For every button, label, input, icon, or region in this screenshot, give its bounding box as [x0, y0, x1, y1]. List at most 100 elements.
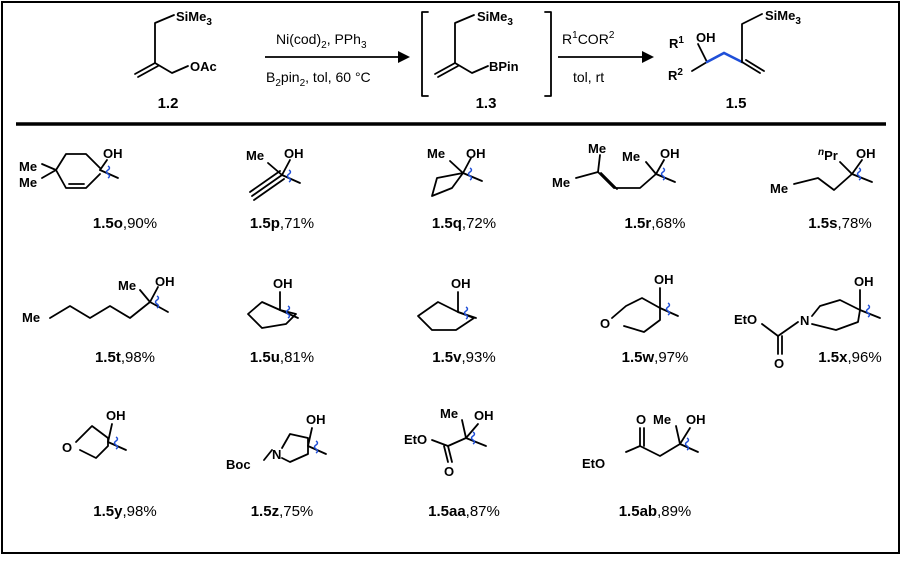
- svg-text:SiMe3: SiMe3: [477, 9, 513, 28]
- id-1-5w: 1.5w: [622, 349, 655, 366]
- id-1-5t: 1.5t: [95, 349, 121, 366]
- arrow1-top-b: , PPh: [327, 31, 361, 47]
- sm-tms-text: SiMe: [176, 9, 206, 24]
- id-1-5z: 1.5z: [251, 503, 279, 520]
- label-1-5aa: 1.5aa,87%: [428, 503, 500, 520]
- x-n: N: [800, 313, 809, 328]
- structure-1-5x: N EtO O OH: [734, 274, 881, 371]
- yield-1-5v: ,93%: [462, 349, 496, 366]
- sm-oac-text: OAc: [190, 59, 217, 74]
- yield-1-5y: ,98%: [123, 503, 157, 520]
- t-me1: Me: [22, 310, 40, 325]
- x-eto: EtO: [734, 312, 757, 327]
- x-o: O: [774, 356, 784, 371]
- svg-text:SiMe3: SiMe3: [765, 8, 801, 27]
- prod-tms-text: SiMe: [765, 8, 795, 23]
- r-me3: Me: [622, 149, 640, 164]
- s-pr: Pr: [824, 148, 838, 163]
- id-1-5p: 1.5p: [250, 215, 280, 232]
- p-me: Me: [246, 148, 264, 163]
- int-bpin-text: BPin: [489, 59, 519, 74]
- w-o: O: [600, 316, 610, 331]
- yield-1-5x: ,96%: [848, 349, 882, 366]
- z-n: N: [272, 447, 281, 462]
- s-me: Me: [770, 181, 788, 196]
- prod-label: 1.5: [726, 95, 747, 112]
- s-n: n: [818, 147, 824, 158]
- t-oh: OH: [155, 274, 175, 289]
- starting-material-1-2: SiMe3 OAc 1.2: [134, 9, 217, 112]
- svg-text:R2: R2: [668, 67, 683, 83]
- yield-1-5t: ,98%: [121, 349, 155, 366]
- label-1-5q: 1.5q,72%: [432, 215, 496, 232]
- t-me2: Me: [118, 278, 136, 293]
- arrow1-bot-sub2: 2: [300, 78, 306, 89]
- yield-1-5r: ,68%: [651, 215, 685, 232]
- structure-1-5w: O OH: [600, 272, 679, 333]
- id-1-5aa: 1.5aa: [428, 503, 466, 520]
- structure-1-5r: Me Me Me OH: [552, 141, 680, 190]
- u-oh: OH: [273, 276, 293, 291]
- prod-r1-sup: 1: [678, 35, 684, 46]
- id-1-5s: 1.5s: [808, 215, 837, 232]
- r-me1: Me: [588, 141, 606, 156]
- yield-1-5s: ,78%: [838, 215, 872, 232]
- p-oh: OH: [284, 146, 304, 161]
- ab-o: O: [636, 412, 646, 427]
- structure-1-5v: OH: [417, 276, 477, 331]
- arrow1-top-a: Ni(cod): [276, 31, 321, 47]
- aa-eto: EtO: [404, 432, 427, 447]
- id-1-5v: 1.5v: [432, 349, 462, 366]
- yield-1-5q: ,72%: [462, 215, 496, 232]
- int-tms-sub: 3: [507, 17, 513, 28]
- prod-r2-sup: 2: [677, 67, 683, 78]
- structure-1-5t: Me Me OH: [22, 274, 175, 325]
- ab-oh: OH: [686, 412, 706, 427]
- id-1-5o: 1.5o: [93, 215, 123, 232]
- label-1-5v: 1.5v,93%: [432, 349, 495, 366]
- r-oh: OH: [660, 146, 680, 161]
- arrow1-bot-sub: 2: [275, 78, 281, 89]
- structure-1-5s: nPr OH Me: [770, 146, 876, 196]
- sm-tms-sub: 3: [206, 17, 212, 28]
- reaction-arrow-2: R1COR2 tol, rt: [558, 30, 654, 85]
- arrow2-bottom: tol, rt: [573, 69, 604, 85]
- id-1-5u: 1.5u: [250, 349, 280, 366]
- yield-1-5o: ,90%: [123, 215, 157, 232]
- ab-eto: EtO: [582, 456, 605, 471]
- o-oh: OH: [103, 146, 123, 161]
- arrow1-top-sub: 2: [321, 40, 327, 51]
- s-oh: OH: [856, 146, 876, 161]
- svg-text:R1: R1: [669, 35, 684, 51]
- label-1-5s: 1.5s,78%: [808, 215, 871, 232]
- yield-1-5aa: ,87%: [466, 503, 500, 520]
- aa-me: Me: [440, 406, 458, 421]
- structure-1-5o: Me Me OH: [19, 146, 123, 190]
- svg-text:Ni(cod)2, PPh3: Ni(cod)2, PPh3: [276, 31, 367, 51]
- sm-label: 1.2: [158, 95, 179, 112]
- structure-1-5ab: EtO O Me OH: [582, 412, 706, 471]
- yield-1-5p: ,71%: [280, 215, 314, 232]
- arrow1-top-sub2: 3: [361, 40, 367, 51]
- w-oh: OH: [654, 272, 674, 287]
- label-1-5p: 1.5p,71%: [250, 215, 314, 232]
- yield-1-5u: ,81%: [280, 349, 314, 366]
- svg-text:nPr: nPr: [818, 147, 838, 163]
- label-1-5t: 1.5t,98%: [95, 349, 155, 366]
- label-1-5y: 1.5y,98%: [93, 503, 156, 520]
- structure-1-5u: OH: [247, 276, 299, 329]
- structure-1-5p: Me OH: [246, 146, 304, 201]
- id-1-5y: 1.5y: [93, 503, 123, 520]
- structure-1-5z: Boc N OH: [226, 412, 327, 472]
- z-oh: OH: [306, 412, 326, 427]
- svg-text:B2pin2, tol, 60 °C: B2pin2, tol, 60 °C: [266, 69, 371, 89]
- label-1-5u: 1.5u,81%: [250, 349, 314, 366]
- r-me2: Me: [552, 175, 570, 190]
- ab-me: Me: [653, 412, 671, 427]
- arrow1-bot-b: pin: [281, 69, 300, 85]
- id-1-5r: 1.5r: [625, 215, 652, 232]
- yield-1-5w: ,97%: [654, 349, 688, 366]
- label-1-5r: 1.5r,68%: [625, 215, 686, 232]
